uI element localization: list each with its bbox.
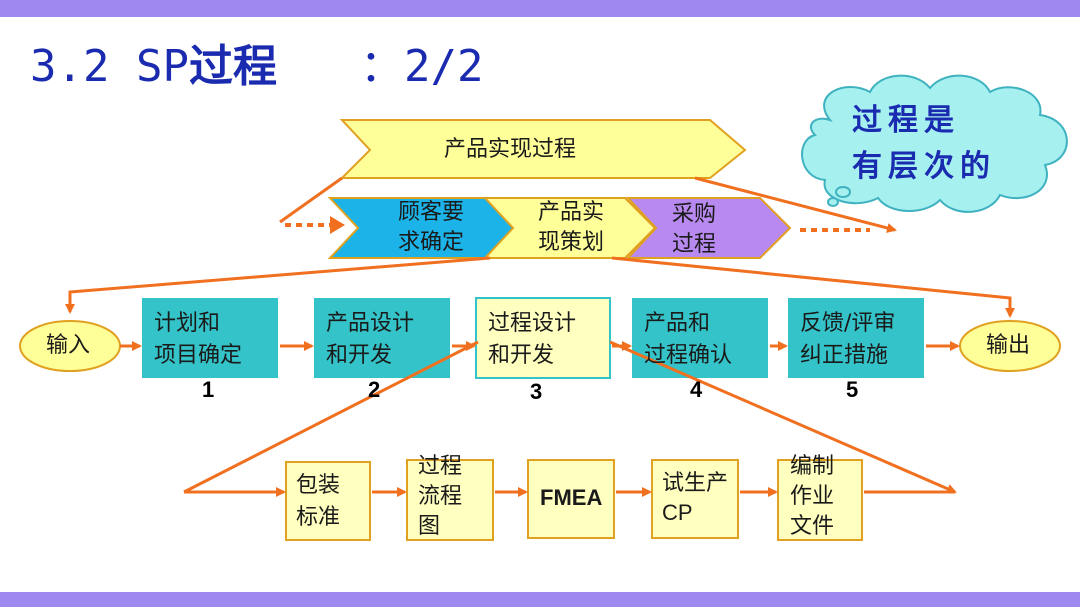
- sub-step-box: [406, 459, 494, 541]
- sub-step-box: [651, 459, 739, 539]
- page-title: 3.2 SP过程 ：2/2: [30, 30, 483, 92]
- step-box-1: [142, 298, 278, 378]
- step-5-number: 5: [846, 377, 859, 402]
- customer-requirements-label: 顾客要 求确定: [398, 200, 465, 255]
- title-number: 3.2 SP: [30, 41, 189, 92]
- drop-line-left: [65, 256, 491, 314]
- purchasing-chevron: [625, 197, 792, 259]
- dotted-arrowhead: [330, 216, 345, 234]
- top-band: [0, 0, 1080, 17]
- title-page-indicator: ：2/2: [360, 41, 484, 92]
- cloud-text: 过程是 有层次的: [852, 103, 996, 184]
- step-box-3: [475, 297, 611, 379]
- sub-step-box: [777, 459, 863, 541]
- step-2-number: 2: [368, 377, 381, 402]
- output-label: 输出: [986, 333, 1031, 358]
- purchasing-label: 采购 过程: [672, 202, 717, 257]
- zoom-line-right: [609, 340, 957, 494]
- step-1-label: 计划和 项目确定: [154, 311, 243, 368]
- step-2-label: 产品设计 和开发: [326, 311, 415, 368]
- cloud-shape: [801, 74, 1068, 213]
- step-4-label: 产品和 过程确认: [644, 311, 733, 368]
- sub-step-work-instructions-label: 编制 作业 文件: [790, 454, 835, 539]
- product-realization-label: 产品实现过程: [444, 137, 577, 162]
- step-box-2: [314, 298, 450, 378]
- cloud-bubble: [835, 186, 851, 198]
- bottom-band: [0, 592, 1080, 607]
- step-box-4: [632, 298, 768, 378]
- product-realization-arrow: [339, 119, 747, 179]
- output-oval: [959, 320, 1061, 372]
- step-3-number: 3: [530, 379, 543, 404]
- sub-step-flowchart-label: 过程 流程 图: [418, 454, 463, 539]
- sub-step-trial-cp-label: 试生产 CP: [662, 470, 729, 525]
- zoom-line-left: [183, 340, 479, 494]
- step-3-label: 过程设计 和开发: [488, 311, 577, 368]
- step-4-number: 4: [690, 377, 703, 402]
- title-text: 过程: [188, 41, 277, 92]
- sub-step-box: [527, 459, 615, 539]
- thought-cloud: [801, 74, 1068, 213]
- step-5-label: 反馈/评审 纠正措施: [800, 311, 896, 368]
- cloud-bubble: [827, 197, 839, 207]
- expand-line-left: [279, 176, 343, 224]
- product-planning-label: 产品实 现策划: [538, 200, 605, 255]
- step-box-5: [788, 298, 924, 378]
- step-1-number: 1: [202, 377, 215, 402]
- drop-line-right: [611, 256, 1015, 318]
- input-label: 输入: [46, 333, 91, 358]
- sub-step-packaging-label: 包装 标准: [296, 473, 341, 530]
- sub-step-fmea-label: FMEA: [540, 485, 603, 510]
- sub-step-box: [285, 461, 371, 541]
- expand-line-right: [694, 176, 897, 233]
